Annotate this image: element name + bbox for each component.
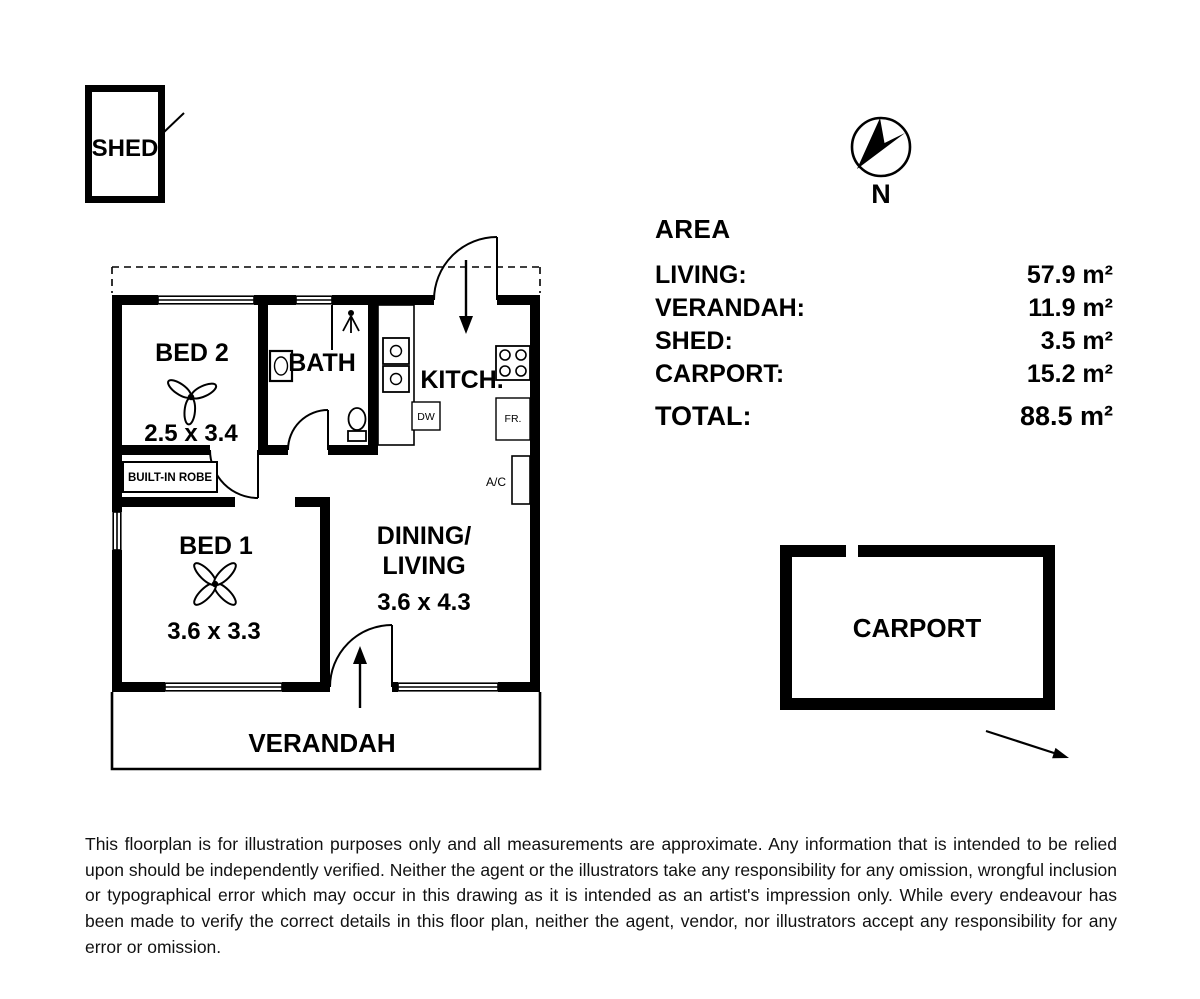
area-total-value: 88.5 m² [1019, 401, 1113, 431]
area-table: AREA LIVING: 57.9 m² VERANDAH: 11.9 m² S… [655, 214, 1113, 433]
robe-label: BUILT-IN ROBE [128, 472, 212, 484]
verandah-label: VERANDAH [248, 728, 395, 758]
bed1-dims: 3.6 x 3.3 [167, 618, 260, 645]
bath-label: BATH [288, 349, 356, 377]
area-row-label: LIVING: [655, 261, 747, 289]
built-in-robe: BUILT-IN ROBE [122, 461, 218, 493]
window-bed1-left [112, 511, 122, 551]
window-bed1-bottom [164, 682, 283, 692]
shed-outline [85, 85, 165, 203]
area-row-label: VERANDAH: [655, 294, 805, 322]
arrow-southeast-icon [1052, 747, 1069, 759]
area-row-label: CARPORT: [655, 360, 785, 388]
arrow-up-icon [353, 646, 367, 664]
area-row-shed: SHED: 3.5 m² [655, 325, 1113, 358]
carport-walls [780, 545, 1055, 710]
bed2-dims: 2.5 x 3.4 [144, 420, 238, 447]
area-row-value: 15.2 m² [1026, 360, 1113, 388]
compass-needle-icon [857, 118, 905, 169]
area-row-carport: CARPORT: 15.2 m² [655, 358, 1113, 391]
sink-icon [382, 337, 410, 393]
kitchen-label: KITCH. [420, 366, 503, 394]
dishwasher: DW [411, 401, 441, 431]
bed2-door-swing [209, 449, 259, 499]
area-row-value: 3.5 m² [1040, 327, 1113, 355]
dishwasher-box [411, 401, 441, 431]
windows [112, 295, 499, 692]
roofline-dashed [111, 266, 541, 293]
area-row-label: SHED: [655, 327, 733, 355]
carport-label: CARPORT [853, 613, 982, 643]
fridge-box [495, 397, 531, 441]
area-total-label: TOTAL: [655, 401, 752, 431]
shower-icon [342, 310, 360, 333]
verandah-outline [110, 692, 542, 771]
front-door-swing [433, 236, 498, 301]
basin-icon [268, 349, 294, 383]
area-row-total: TOTAL: 88.5 m² [655, 400, 1113, 433]
driveway-arrow [985, 729, 1069, 759]
ceiling-fan-bed1-icon [193, 562, 237, 606]
fridge-label: FR. [505, 413, 522, 425]
shed: SHED [85, 85, 185, 203]
interior-walls [112, 295, 378, 692]
bath-door-swing [287, 409, 329, 451]
exterior-walls [112, 295, 540, 692]
area-row-verandah: VERANDAH: 11.9 m² [655, 292, 1113, 325]
disclaimer-text: This floorplan is for illustration purpo… [85, 834, 1117, 957]
north-arrow: N [850, 116, 912, 209]
area-table-title: AREA [655, 214, 731, 244]
toilet-icon [347, 407, 367, 442]
dishwasher-label: DW [417, 411, 435, 423]
robe-box [122, 461, 218, 493]
area-row-value: 11.9 m² [1028, 294, 1113, 322]
ac-box [511, 455, 531, 505]
shed-label: SHED [92, 135, 159, 162]
dining-label-line1: DINING/ [377, 522, 472, 550]
dining-label-line2: LIVING [382, 552, 465, 580]
window-bath-top [295, 295, 333, 305]
ceiling-fan-bed2-icon [167, 379, 218, 426]
stove-icon [495, 345, 531, 381]
arrow-down-icon [459, 316, 473, 334]
entry-arrow-back [353, 646, 367, 708]
air-conditioner: A/C [486, 455, 531, 505]
window-bed2-top [157, 295, 255, 305]
area-row-value: 57.9 m² [1026, 261, 1113, 289]
ac-label: A/C [486, 475, 506, 489]
carport: CARPORT [780, 545, 1055, 710]
shed-door-line [162, 112, 185, 134]
doors [209, 236, 498, 688]
bed1-label: BED 1 [179, 532, 253, 560]
fridge: FR. [495, 397, 531, 441]
compass-n-label: N [871, 179, 891, 209]
dining-dims: 3.6 x 4.3 [377, 589, 470, 616]
bed2-label: BED 2 [155, 339, 229, 367]
entry-arrow-front [459, 260, 473, 334]
area-row-living: LIVING: 57.9 m² [655, 259, 1113, 292]
back-door-swing [329, 624, 393, 688]
window-dining-bottom [397, 682, 499, 692]
